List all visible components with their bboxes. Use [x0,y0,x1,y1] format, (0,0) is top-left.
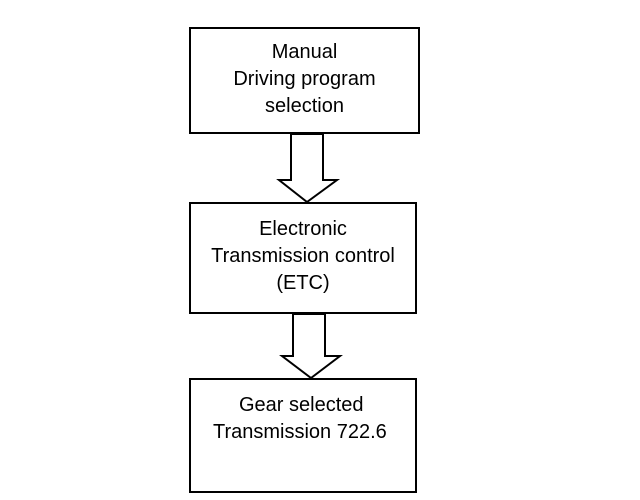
box1-line-1: Manual [271,41,338,63]
hollow-down-arrow [276,133,341,204]
box2-line-1: Electronic [259,218,347,240]
box1-line-3: selection [265,95,344,117]
arrow-box1-to-box2 [276,133,341,204]
box-electronic-transmission-control: Electronic Transmission control (ETC) [189,202,417,314]
box-gear-selected: Gear selected Transmission 722.6 [189,378,417,493]
box3-line-1: Gear selected [239,394,364,416]
hollow-down-arrow [279,313,343,380]
box2-line-2: Transmission control [211,245,395,267]
box-manual-program-selection: Manual Driving program selection [189,27,420,134]
box3-line-2: Transmission 722.6 [213,421,387,443]
arrow-box2-to-box3 [279,313,343,380]
box2-line-3: (ETC) [276,272,330,294]
box1-line-2: Driving program [233,68,376,90]
